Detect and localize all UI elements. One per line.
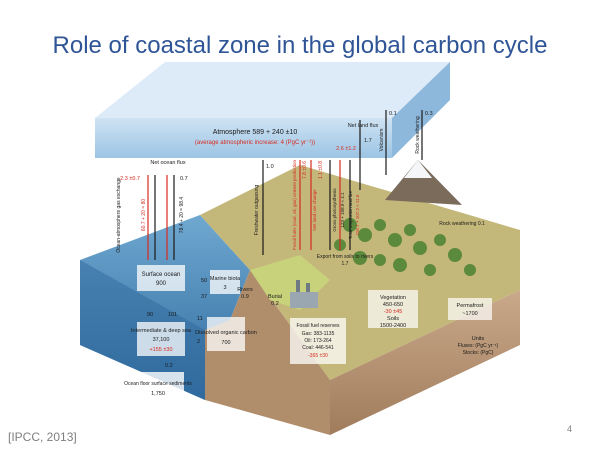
rivers-val: 0.9 [241, 294, 249, 300]
gross-photo-label: Gross photosynthesis [332, 188, 337, 232]
svg-text:3: 3 [223, 285, 226, 291]
rock-weathering-val: 0.3 [425, 111, 433, 117]
down-left-flux: 90 [147, 312, 153, 318]
svg-text:Vegetation: Vegetation [380, 295, 406, 301]
svg-text:Permafrost: Permafrost [457, 303, 484, 309]
ocean-up-flux: 60.7 + 20 = 80 [141, 199, 147, 231]
factory [290, 292, 318, 308]
svg-text:700: 700 [221, 340, 230, 346]
net-land-flux-black: 1.7 [364, 138, 372, 144]
svg-text:Stocks: (PgC): Stocks: (PgC) [463, 350, 494, 356]
land-block [200, 160, 520, 435]
doc-flux-a: 11 [197, 316, 203, 322]
fossil-fuels-label: Fossil fuels (coal, oil, gas) cement pro… [292, 159, 297, 250]
doc-flux-b: 2 [197, 339, 200, 345]
ocean-atm-exchange-label: Ocean-atmosphere gas exchange [116, 177, 122, 253]
floor-flux: 0.2 [165, 363, 173, 369]
svg-text:1,750: 1,750 [151, 391, 165, 397]
export-label: Export from soils to rivers [317, 254, 374, 260]
land-use-val: 1.1 ±0.8 [318, 161, 324, 179]
rock-weathering-box: Rock weathering 0.1 [439, 221, 485, 227]
svg-text:Fossil fuel reserves: Fossil fuel reserves [296, 323, 340, 329]
svg-text:Units: Units [472, 336, 485, 342]
volcanism-label: Volcanism [379, 129, 385, 152]
svg-text:450-650: 450-650 [383, 302, 403, 308]
svg-text:Dissolved organic carbon: Dissolved organic carbon [195, 330, 257, 336]
burial-label: Burial [268, 294, 282, 300]
rock-weathering-label: Rock weathering [415, 116, 421, 153]
surface-ocean-box: Surface ocean 900 [137, 265, 185, 291]
fossil-reserves-box: Fossil fuel reserves Gas: 383-1135 Oil: … [290, 318, 346, 364]
net-ocean-flux-black: 0.7 [180, 176, 188, 182]
slide-number: 4 [566, 424, 572, 434]
vegetation-box: Vegetation 450-650 -30 ±45 Soils 1500-24… [368, 290, 418, 329]
total-resp-label: Total respiration and fire [348, 190, 353, 239]
flux-arrows [147, 110, 423, 260]
freshwater-label: Freshwater outgassing [254, 184, 260, 235]
export-val: 1.7 [342, 261, 349, 267]
exchange-left: 50 [201, 278, 207, 284]
volcanism-val: 0.1 [389, 111, 397, 117]
ocean-down-flux: 78.4 + 20 = 98.4 [179, 197, 185, 234]
svg-text:Intermediate & deep sea: Intermediate & deep sea [131, 328, 192, 334]
net-land-flux-label: Net land flux [348, 123, 379, 129]
land-use-label: Net land use change [312, 189, 317, 231]
svg-text:-365 ±30: -365 ±30 [308, 353, 328, 359]
svg-text:-30 ±45: -30 ±45 [384, 309, 403, 315]
total-resp-val: 118.7 + 107.2 ≈ 11.6 [355, 194, 360, 235]
citation: [IPCC, 2013] [8, 430, 77, 444]
svg-text:Fluxes: (PgC yr⁻¹): Fluxes: (PgC yr⁻¹) [458, 343, 499, 349]
svg-text:Soils: Soils [387, 316, 399, 322]
marine-biota-box: Marine biota 3 [210, 270, 241, 294]
burial-val: 0.2 [271, 301, 279, 307]
slide-title: Role of coastal zone in the global carbo… [52, 32, 548, 59]
fossil-fuels-val: 7.8 ±0.6 [302, 161, 308, 179]
svg-text:+155 ±30: +155 ±30 [149, 347, 172, 353]
exchange-right: 37 [201, 294, 207, 300]
atmosphere-slab: Atmosphere 589 + 240 ±10 (average atmosp… [95, 62, 450, 158]
rivers-label: Rivers [237, 287, 253, 293]
freshwater-val: 1.0 [266, 164, 274, 170]
atmosphere-label: Atmosphere 589 + 240 ±10 [213, 129, 298, 136]
svg-text:Coal: 446-541: Coal: 446-541 [302, 345, 334, 351]
doc-box: Dissolved organic carbon 700 [195, 317, 257, 351]
svg-text:Gas: 383-1135: Gas: 383-1135 [302, 331, 335, 337]
svg-text:1500-2400: 1500-2400 [380, 323, 406, 329]
atmosphere-increase: (average atmospheric increase: 4 (PgC yr… [195, 140, 315, 146]
permafrost-box: Permafrost ~1700 [448, 298, 492, 320]
svg-text:37,100: 37,100 [153, 337, 170, 343]
deep-sea-box: Intermediate & deep sea 37,100 +155 ±30 [131, 322, 192, 356]
net-land-flux-red: 2.6 ±1.2 [336, 146, 356, 152]
units-box: Units Fluxes: (PgC yr⁻¹) Stocks: (PgC) [458, 336, 499, 356]
net-ocean-flux-red: 2.3 ±0.7 [120, 176, 140, 182]
up-right-flux: 101 [168, 312, 177, 318]
forest [334, 218, 476, 276]
svg-text:Surface ocean: Surface ocean [142, 272, 181, 278]
svg-text:900: 900 [156, 281, 167, 287]
net-ocean-flux-label: Net ocean flux [150, 160, 185, 166]
sediments-box: Ocean floor surface sediments 1,750 [124, 372, 192, 402]
svg-text:Oil: 173-264: Oil: 173-264 [304, 338, 331, 344]
svg-text:Marine biota: Marine biota [210, 276, 241, 282]
svg-text:~1700: ~1700 [462, 311, 477, 317]
svg-text:Ocean floor surface sediments: Ocean floor surface sediments [124, 381, 192, 387]
gross-photo-val: 123 + 108.9 ≈ 4.1 [340, 192, 345, 228]
